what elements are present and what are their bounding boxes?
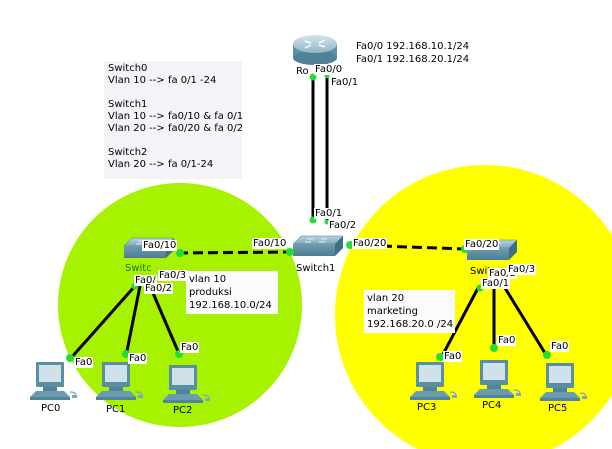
link-sw0-pc0	[69, 285, 137, 359]
link-sw0-sw1	[177, 250, 291, 255]
port-label: Fa0	[128, 353, 148, 364]
port-label: Fa0/2	[144, 283, 174, 294]
port-label: Fa0/1	[314, 208, 344, 219]
router-icon	[293, 35, 337, 65]
port-label: Fa0	[550, 341, 570, 352]
port-label: Fa0/3	[158, 270, 188, 281]
port-label: Fa0	[443, 351, 463, 362]
link-sw0-pc2	[148, 285, 182, 357]
port-label: Fa0/20	[352, 238, 388, 249]
port-label: Fa0/3	[507, 264, 537, 275]
port-label: Fa0	[497, 335, 517, 346]
link-up-dot	[490, 344, 498, 352]
link-up-dot	[309, 73, 317, 81]
pc0-icon	[29, 361, 78, 401]
port-label: Fa0/10	[252, 238, 288, 249]
port-label: Fa0/2	[328, 220, 358, 231]
link-up-dot	[66, 354, 74, 362]
pc4-name[interactable]: PC4	[482, 400, 502, 411]
port-label: Fa0/10	[142, 240, 178, 251]
pc5-name[interactable]: PC5	[548, 403, 568, 414]
port-label: Fa0	[74, 357, 94, 368]
switch1-name[interactable]: Switch1	[296, 263, 336, 274]
port-label: Fa0/20	[464, 239, 500, 250]
link-sw2-pc3	[438, 287, 480, 361]
pc2-name[interactable]: PC2	[173, 405, 193, 416]
port-label: Fa0/	[134, 275, 157, 286]
port-label: Fa0	[180, 342, 200, 353]
port-label: Fa0/2	[488, 268, 518, 279]
port-label: Fa0/1	[330, 77, 360, 88]
link-up-dot	[286, 248, 294, 256]
port-label: Fa0/1	[481, 278, 511, 289]
link-sw0-pc1	[124, 285, 142, 357]
router-ip-note[interactable]: Fa0/0 192.168.10.1/24 Fa0/1 192.168.20.1…	[356, 41, 470, 65]
vlan10-info-note[interactable]: vlan 10 produksi 192.168.10.0/24	[186, 271, 278, 314]
link-up-dot	[543, 351, 551, 359]
vlan20-info-note[interactable]: vlan 20 marketing 192.168.20.0 /24	[364, 290, 455, 333]
switch0-name[interactable]: Switc	[125, 263, 152, 274]
port-label: Fa0/0	[314, 64, 344, 75]
router-name[interactable]: Ro	[296, 66, 309, 77]
pc1-name[interactable]: PC1	[106, 404, 126, 415]
link-up-dot	[436, 353, 444, 361]
link-up-dot	[176, 249, 184, 257]
config-note[interactable]: Switch0 Vlan 10 --> fa 0/1 -24 Switch1 V…	[104, 61, 243, 179]
pc0-name[interactable]: PC0	[41, 403, 61, 414]
pc3-name[interactable]: PC3	[417, 402, 437, 413]
link-sw2-pc5	[503, 287, 550, 359]
vlan20-area	[335, 165, 612, 449]
switch2-name[interactable]: Swit	[470, 266, 492, 277]
switch1-icon	[292, 235, 344, 257]
